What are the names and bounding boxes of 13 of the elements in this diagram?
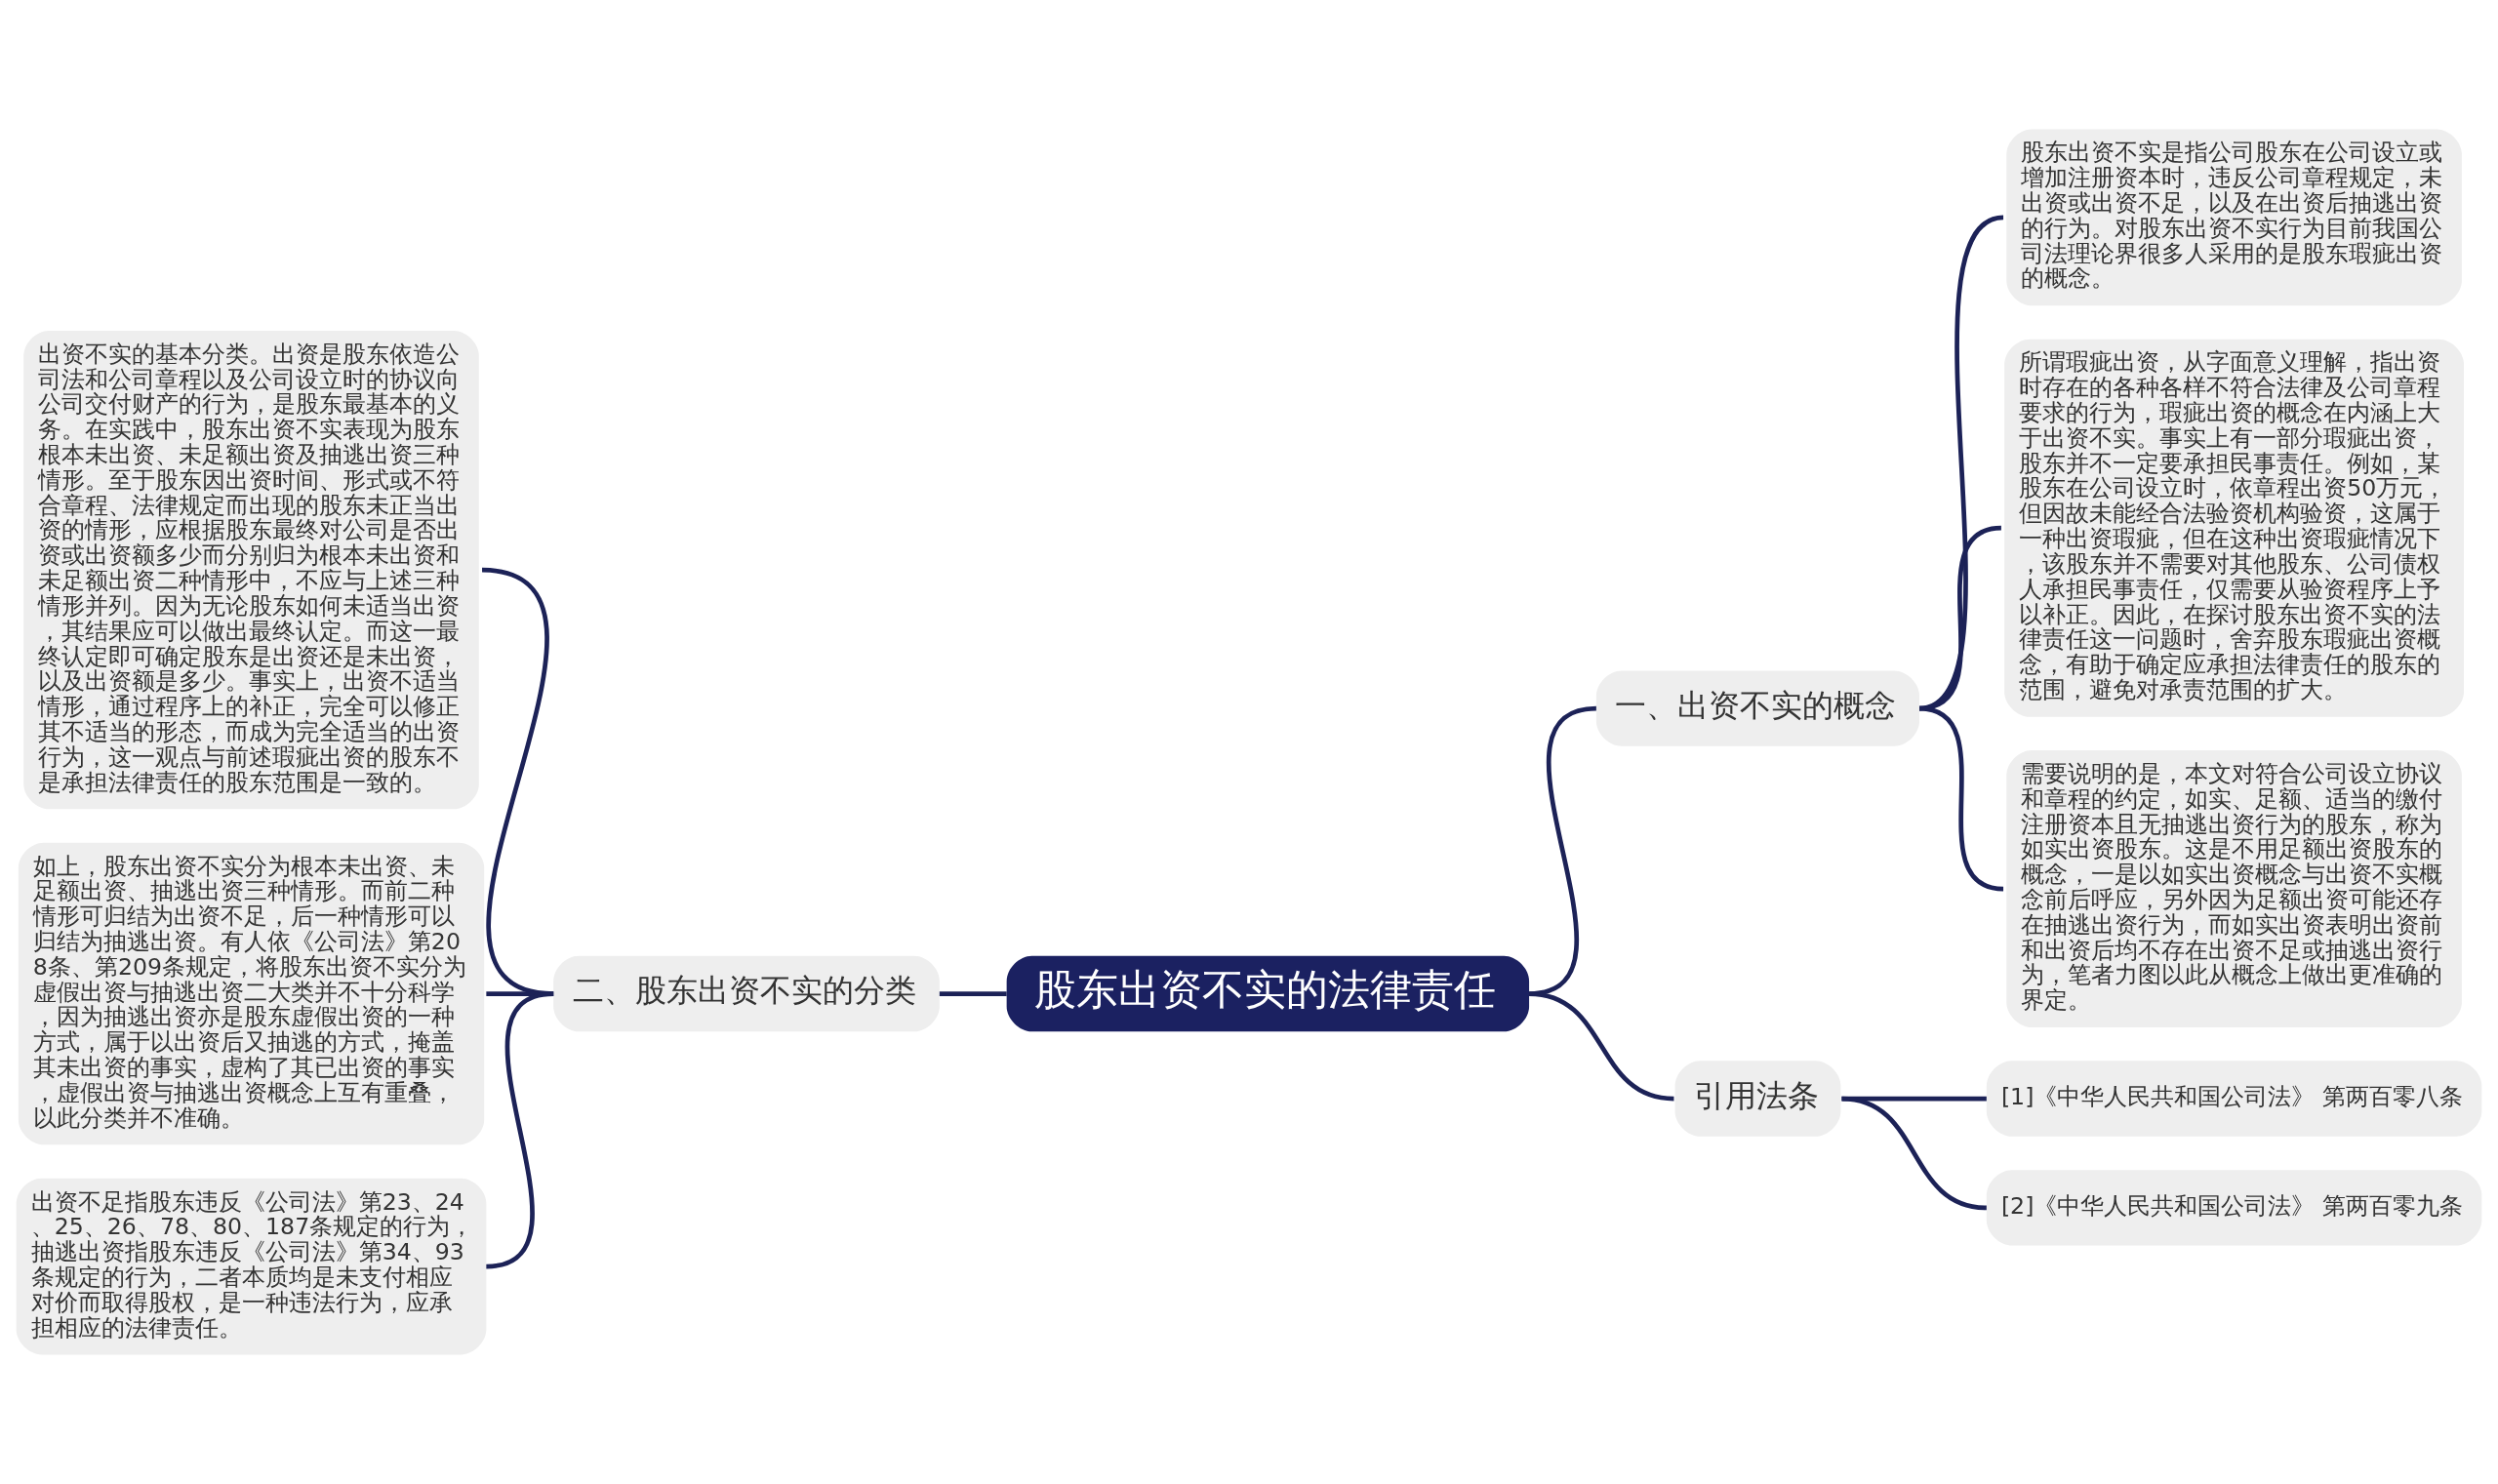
connector [1918,705,2004,892]
node-box: 引用法条 [1674,1061,1841,1137]
node-box: [2]《中华人民共和国公司法》 第两百零九条 [1986,1170,2482,1246]
connector [939,991,1007,996]
connector [485,991,554,1269]
node-box: 出资不足指股东违反《公司法》第23、24、25、26、78、80、187条规定的行为，抽逃出资指股东违反《公司法》第34、93条规定的行为，二者本质均是未支付相应对价而取得股权，是一种违法行为，应承担相应的法律责任。 [16,1178,487,1355]
connector [1528,991,1674,1102]
connector [1841,1096,1988,1211]
node-box: 如上，股东出资不实分为根本未出资、未足额出资、抽逃出资三种情形。而前二种情形可归结为出资不足，后一种情形可以归结为抽逃出资。有人依《公司法》第208条、第209条规定，将股东出资不实分为虚假出资与抽逃出资二大类并不十分科学，因为抽逃出资亦是股东虚假出资的一种方式，属于以出资后又抽逃的方式，掩盖其未出资的事实，虚构了其已出资的事实，虚假出资与抽逃出资概念上互有重叠，以此分类并不准确。 [18,842,485,1145]
node-box: 二、股东出资不实的分类 [553,955,940,1032]
node-box: [1]《中华人民共和国公司法》 第两百零八条 [1986,1061,2482,1137]
node-box: 股东出资不实的法律责任 [1006,955,1530,1032]
node-box: 一、出资不实的概念 [1595,670,1920,746]
